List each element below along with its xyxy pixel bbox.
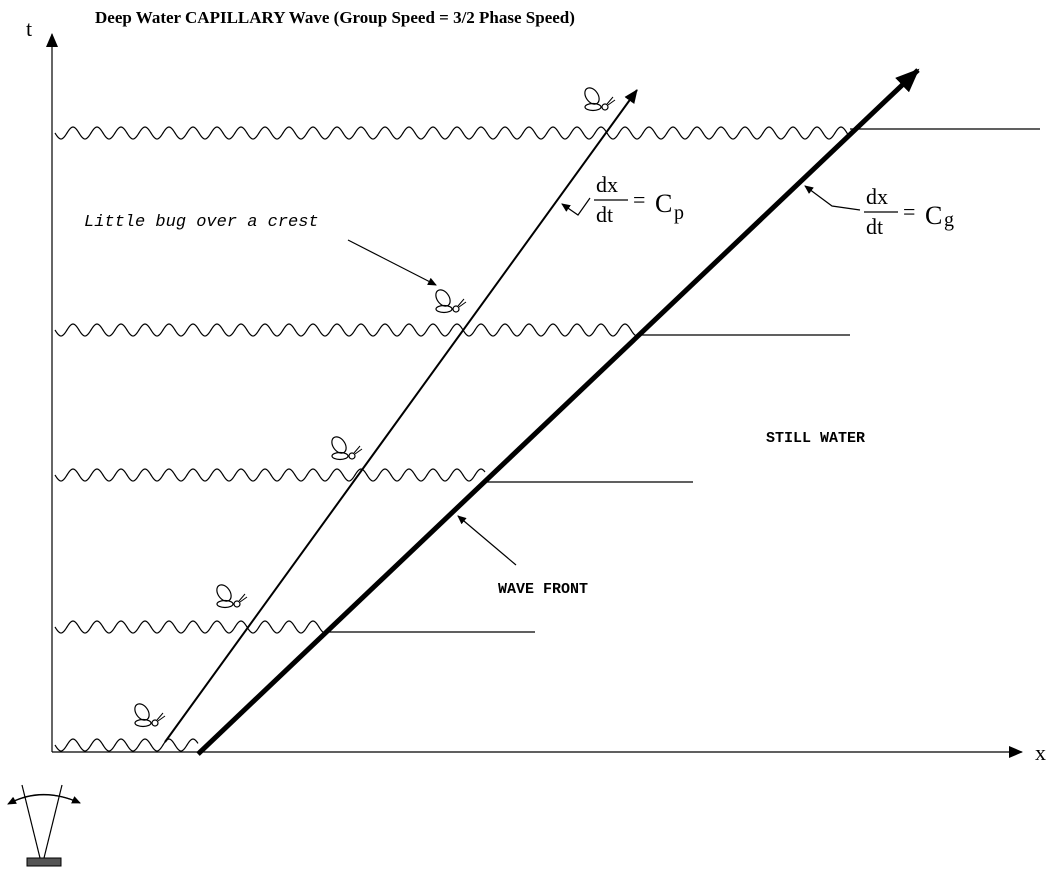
eq-denominator: dt bbox=[596, 202, 613, 227]
eq-numerator: dx bbox=[596, 172, 618, 197]
wave-train bbox=[54, 468, 486, 482]
diagram-title: Deep Water CAPILLARY Wave (Group Speed =… bbox=[95, 8, 575, 27]
bug-icon bbox=[216, 584, 248, 609]
eq-subscript: g bbox=[944, 209, 954, 231]
eq-equals: = bbox=[903, 199, 915, 224]
wave-train bbox=[54, 738, 199, 752]
wave-train bbox=[54, 620, 326, 634]
wave-train bbox=[54, 126, 851, 140]
eq-equals: = bbox=[633, 187, 645, 212]
wavemaker-icon bbox=[7, 784, 81, 867]
wave-train bbox=[54, 323, 641, 337]
still-water-label: STILL WATER bbox=[766, 430, 865, 447]
bug-caption: Little bug over a crest bbox=[84, 213, 319, 232]
bug-caption-arrow bbox=[347, 239, 437, 286]
phase-speed-line bbox=[164, 89, 638, 743]
wave-front-label: WAVE FRONT bbox=[498, 581, 588, 598]
eq-symbol: C bbox=[925, 201, 942, 230]
x-axis-label: x bbox=[1035, 740, 1046, 765]
phase-speed-equation: dx dt = C p bbox=[561, 172, 684, 227]
t-axis-label: t bbox=[26, 16, 32, 41]
group-speed-equation: dx dt = C g bbox=[804, 184, 954, 239]
group-speed-line bbox=[196, 68, 920, 756]
eq-subscript: p bbox=[674, 202, 684, 224]
bug-icon bbox=[331, 436, 363, 461]
bug-icon bbox=[584, 87, 616, 112]
eq-numerator: dx bbox=[866, 184, 888, 209]
eq-symbol: C bbox=[655, 189, 672, 218]
bug-icon bbox=[435, 289, 467, 314]
bug-icon bbox=[134, 703, 166, 728]
phase-label-leader bbox=[561, 197, 591, 216]
wave-front-arrow bbox=[457, 515, 517, 566]
eq-denominator: dt bbox=[866, 214, 883, 239]
group-label-leader bbox=[804, 185, 861, 211]
